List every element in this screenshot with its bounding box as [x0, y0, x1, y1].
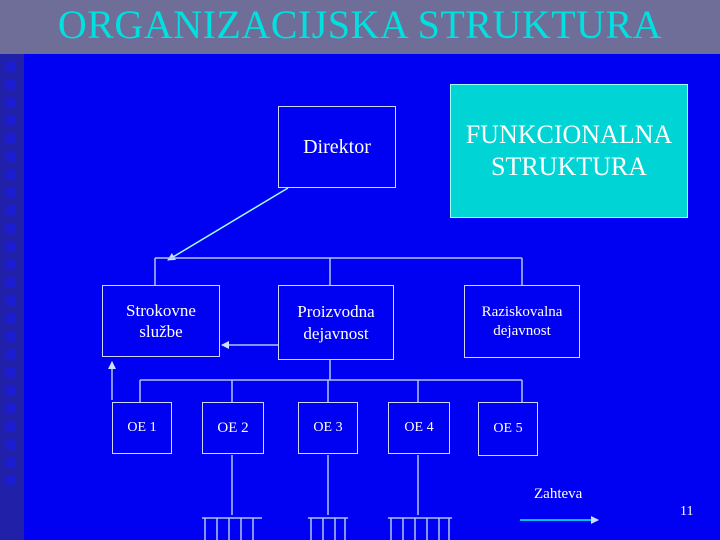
director-arrow [167, 187, 289, 261]
sidebar-square [6, 206, 16, 216]
unit-box-oe2: OE 2 [202, 402, 264, 454]
unit-box-oe4: OE 4 [388, 402, 450, 454]
sidebar-square [6, 440, 16, 450]
unit-label: OE 5 [493, 421, 523, 437]
unit-label: OE 1 [127, 420, 157, 436]
production-box: Proizvodna dejavnost [278, 285, 394, 360]
research-box: Raziskovalna dejavnost [464, 285, 580, 358]
sidebar-square [6, 62, 16, 72]
page-number: 11 [680, 504, 694, 519]
sidebar-square [6, 80, 16, 90]
sidebar-square [6, 350, 16, 360]
sidebar-square [6, 476, 16, 486]
sidebar-square [6, 314, 16, 324]
sidebar-square [6, 458, 16, 468]
director-label: Direktor [303, 135, 371, 158]
sidebar-square [6, 116, 16, 126]
sidebar-square [6, 170, 16, 180]
sidebar-square [6, 134, 16, 144]
sidebar-square [6, 260, 16, 270]
functional-structure-label: FUNKCIONALNA STRUKTURA [465, 119, 673, 182]
sidebar-square [6, 224, 16, 234]
sidebar-square [6, 152, 16, 162]
unit-label: OE 4 [404, 420, 434, 436]
sidebar-square [6, 404, 16, 414]
sidebar-square [6, 278, 16, 288]
sidebar-square [6, 422, 16, 432]
functional-structure-box: FUNKCIONALNA STRUKTURA [450, 84, 688, 218]
sidebar-square [6, 188, 16, 198]
unit-label: OE 3 [313, 420, 343, 436]
sidebar-square [6, 98, 16, 108]
sidebar-square [6, 386, 16, 396]
sidebar-square [6, 332, 16, 342]
services-label: Strokovne službe [126, 300, 196, 341]
unit-box-oe3: OE 3 [298, 402, 358, 454]
sidebar-square [6, 296, 16, 306]
unit-box-oe1: OE 1 [112, 402, 172, 454]
demand-label: Zahteva [534, 486, 583, 502]
title-bar [0, 0, 720, 54]
sidebar-decoration [0, 54, 24, 540]
research-label: Raziskovalna dejavnost [481, 303, 563, 339]
unit-box-oe5: OE 5 [478, 402, 538, 456]
services-box: Strokovne službe [102, 285, 220, 357]
production-label: Proizvodna dejavnost [297, 302, 375, 343]
unit-label: OE 2 [217, 419, 249, 436]
director-box: Direktor [278, 106, 396, 188]
slide-title: ORGANIZACIJSKA STRUKTURA [57, 2, 663, 47]
sidebar-square [6, 242, 16, 252]
sidebar-square [6, 368, 16, 378]
